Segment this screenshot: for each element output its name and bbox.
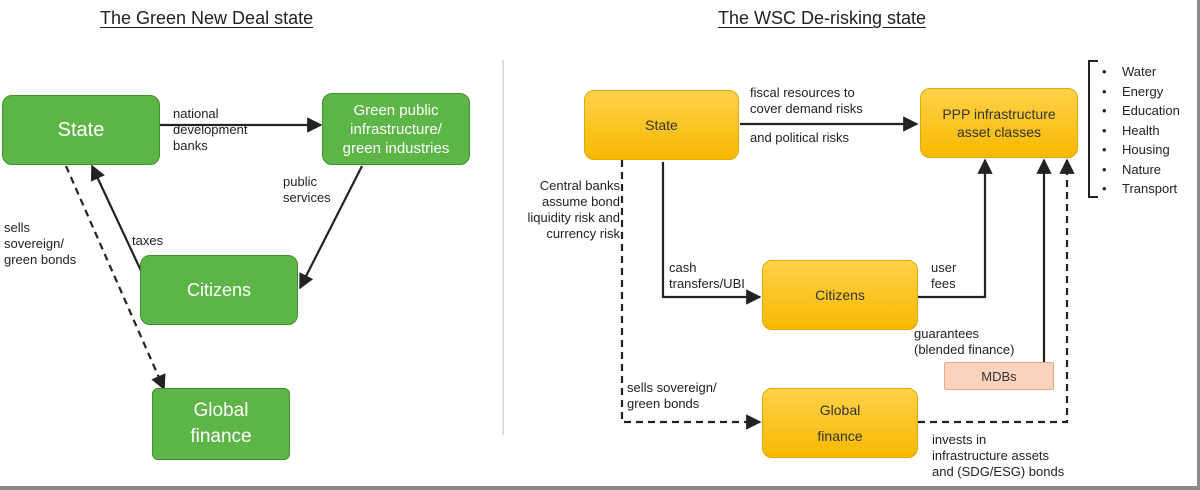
arrow-green-public-to-citizens [299, 165, 363, 290]
gnd-citizens-node: Citizens [140, 255, 298, 325]
label-sells-sovereign-green-bonds: sells sovereign/ green bonds [4, 220, 77, 267]
label-public-services: public services [283, 174, 331, 205]
wsc-citizens-label: Citizens [815, 287, 865, 303]
wsc-ppp-node: PPP infrastructure asset classes [920, 88, 1078, 158]
asset-class-item: Education [1102, 101, 1180, 121]
asset-class-item: Water [1102, 62, 1180, 82]
arrow-state-to-global-finance [620, 160, 762, 430]
label-sells-sovereign-green-bonds-right: sells sovereign/ green bonds [627, 380, 717, 411]
asset-classes-list: Water Energy Education Health Housing Na… [1102, 62, 1180, 199]
gnd-global-finance-label: Global finance [190, 400, 252, 447]
wsc-mdbs-label: MDBs [981, 368, 1017, 384]
asset-class-item: Nature [1102, 160, 1180, 180]
asset-class-item: Health [1102, 121, 1180, 141]
asset-class-item: Housing [1102, 140, 1180, 160]
left-panel-title: The Green New Deal state [100, 8, 314, 28]
label-central-banks: Central banks assume bond liquidity risk… [527, 178, 621, 241]
wsc-global-finance-node: Global finance [762, 388, 918, 458]
arrow-state-to-citizens [661, 162, 762, 305]
wsc-ppp-label: PPP infrastructure asset classes [942, 106, 1056, 140]
wsc-state-node: State [584, 90, 739, 160]
arrow-citizens-to-ppp [918, 158, 993, 299]
wsc-state-label: State [645, 117, 678, 133]
wsc-mdbs-node: MDBs [944, 362, 1054, 390]
arrow-global-finance-to-ppp [918, 158, 1075, 424]
asset-class-item: Energy [1102, 82, 1180, 102]
wsc-citizens-node: Citizens [762, 260, 918, 330]
gnd-state-node: State [2, 95, 160, 165]
label-invests: invests in infrastructure assets and (SD… [932, 432, 1065, 479]
label-cash-transfers: cash transfers/UBI [669, 260, 745, 291]
label-guarantees: guarantees (blended finance) [914, 326, 1015, 357]
asset-classes-bracket [1088, 60, 1098, 198]
label-user-fees: user fees [931, 260, 957, 291]
right-panel-title: The WSC De-risking state [718, 8, 927, 28]
label-national-development-banks: national development banks [173, 106, 248, 153]
arrow-state-to-global-finance [64, 165, 166, 391]
label-fiscal-resources: fiscal resources to cover demand risks [750, 85, 863, 116]
gnd-state-label: State [57, 118, 105, 141]
label-political-risks: and political risks [750, 130, 849, 145]
label-taxes: taxes [132, 233, 164, 248]
gnd-green-public-node: Green public infrastructure/ green indus… [322, 93, 470, 165]
gnd-green-public-label: Green public infrastructure/ green indus… [342, 101, 450, 157]
gnd-global-finance-node: Global finance [152, 388, 290, 460]
wsc-global-finance-label: Global finance [817, 401, 863, 444]
asset-class-item: Transport [1102, 179, 1180, 199]
gnd-citizens-label: Citizens [186, 279, 252, 300]
